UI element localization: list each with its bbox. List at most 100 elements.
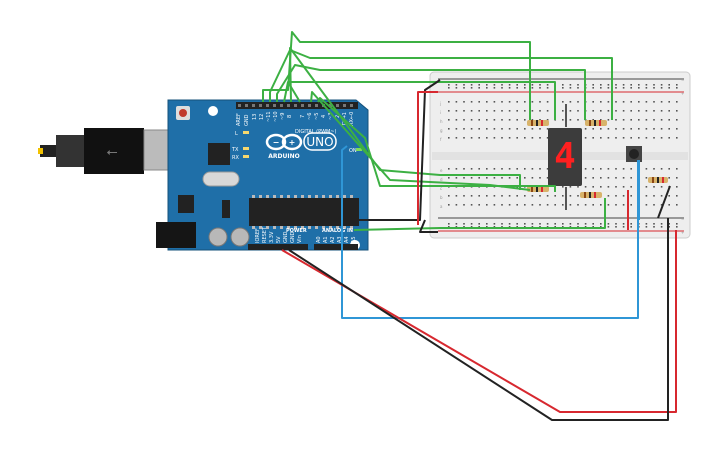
breadboard-hole	[524, 110, 526, 112]
header-pin	[308, 104, 311, 107]
breadboard-hole	[676, 177, 678, 179]
breadboard-hole	[546, 137, 549, 139]
breadboard-hole	[539, 204, 541, 206]
breadboard-hole	[622, 137, 625, 139]
breadboard-hole	[584, 204, 587, 206]
breadboard-hole	[501, 128, 503, 130]
breadboard-hole	[562, 119, 564, 121]
row-label-f: f	[440, 137, 442, 142]
breadboard-hole	[470, 84, 473, 86]
breadboard-hole	[592, 204, 594, 206]
breadboard-hole	[592, 110, 594, 112]
analog-pin-a4: A4	[344, 236, 350, 243]
breadboard-hole	[508, 101, 511, 103]
capacitor	[230, 227, 250, 247]
breadboard-hole	[531, 110, 534, 112]
breadboard-hole	[470, 195, 473, 197]
breadboard-hole	[455, 223, 458, 225]
breadboard-hole	[546, 223, 549, 225]
breadboard-hole	[493, 177, 496, 179]
breadboard-hole	[676, 204, 678, 206]
breadboard-hole	[676, 137, 678, 139]
breadboard-hole	[470, 177, 473, 179]
breadboard-hole	[478, 110, 480, 112]
chip-pin	[294, 195, 297, 198]
breadboard-hole	[653, 110, 655, 112]
wire-green	[283, 81, 556, 120]
chip-pin	[301, 226, 304, 229]
breadboard-hole	[653, 204, 655, 206]
breadboard-hole	[463, 128, 465, 130]
breadboard-hole	[622, 128, 625, 130]
small-chip	[222, 200, 230, 218]
breadboard-hole	[584, 223, 587, 225]
breadboard-holes	[448, 84, 678, 228]
led-rx	[243, 155, 249, 158]
breadboard-hole	[645, 168, 648, 170]
breadboard-hole	[660, 87, 663, 89]
breadboard-hole	[455, 110, 458, 112]
power-pin-vin: Vin	[297, 235, 303, 243]
breadboard-hole	[676, 84, 678, 86]
breadboard-hole	[539, 101, 541, 103]
breadboard-hole	[546, 177, 549, 179]
breadboard-hole	[539, 87, 541, 89]
chip-pin	[259, 195, 262, 198]
model-label: UNO	[306, 135, 333, 149]
breadboard-hole	[546, 101, 549, 103]
breadboard-hole	[448, 137, 450, 139]
breadboard-hole	[508, 110, 511, 112]
breadboard-hole	[607, 137, 610, 139]
breadboard-hole	[653, 223, 655, 225]
breadboard-hole	[524, 177, 526, 179]
breadboard-hole	[554, 195, 556, 197]
breadboard-hole	[470, 204, 473, 206]
power-pin-ioref: IOREF	[255, 228, 261, 243]
resistor-5	[648, 177, 668, 183]
breadboard-hole	[660, 137, 663, 139]
breadboard-hole	[630, 101, 632, 103]
breadboard-hole	[638, 84, 640, 86]
row-label-j: j	[439, 101, 441, 106]
breadboard-hole	[592, 137, 594, 139]
breadboard-hole	[607, 186, 610, 188]
breadboard-hole	[600, 223, 602, 225]
pin-label-5: ~5	[314, 113, 320, 120]
rail-plus-label: +	[681, 91, 684, 96]
breadboard-hole	[470, 223, 473, 225]
breadboard-hole	[668, 223, 670, 225]
row-label-h: h	[440, 119, 443, 124]
header-pin	[287, 104, 290, 107]
led-on	[356, 148, 362, 151]
chip-pin	[343, 195, 346, 198]
breadboard-hole	[539, 137, 541, 139]
breadboard-hole	[615, 87, 617, 89]
breadboard-hole	[630, 204, 632, 206]
breadboard-hole	[531, 87, 534, 89]
breadboard-hole	[531, 84, 534, 86]
breadboard-hole	[630, 186, 632, 188]
breadboard-hole	[463, 110, 465, 112]
power-pin-5v: 5V	[276, 236, 282, 243]
svg-text:+: +	[289, 138, 296, 147]
breadboard-hole	[668, 110, 670, 112]
breadboard-hole	[653, 186, 655, 188]
breadboard-hole	[660, 119, 663, 121]
breadboard-hole	[638, 101, 640, 103]
breadboard-hole	[546, 87, 549, 89]
breadboard-hole	[630, 128, 632, 130]
breadboard-hole	[622, 186, 625, 188]
chip-pin	[301, 195, 304, 198]
breadboard-hole	[463, 204, 465, 206]
display-digit: 4	[554, 136, 576, 177]
usb-cable: ⭠	[38, 128, 179, 174]
breadboard-hole	[660, 226, 663, 228]
breadboard-hole	[478, 204, 480, 206]
breadboard-hole	[455, 87, 458, 89]
breadboard-hole	[508, 87, 511, 89]
breadboard-hole	[486, 223, 488, 225]
row-label-a: a	[440, 204, 443, 209]
breadboard-hole	[531, 137, 534, 139]
power-pin-reset: RESET	[262, 226, 268, 243]
breadboard-hole	[486, 84, 488, 86]
